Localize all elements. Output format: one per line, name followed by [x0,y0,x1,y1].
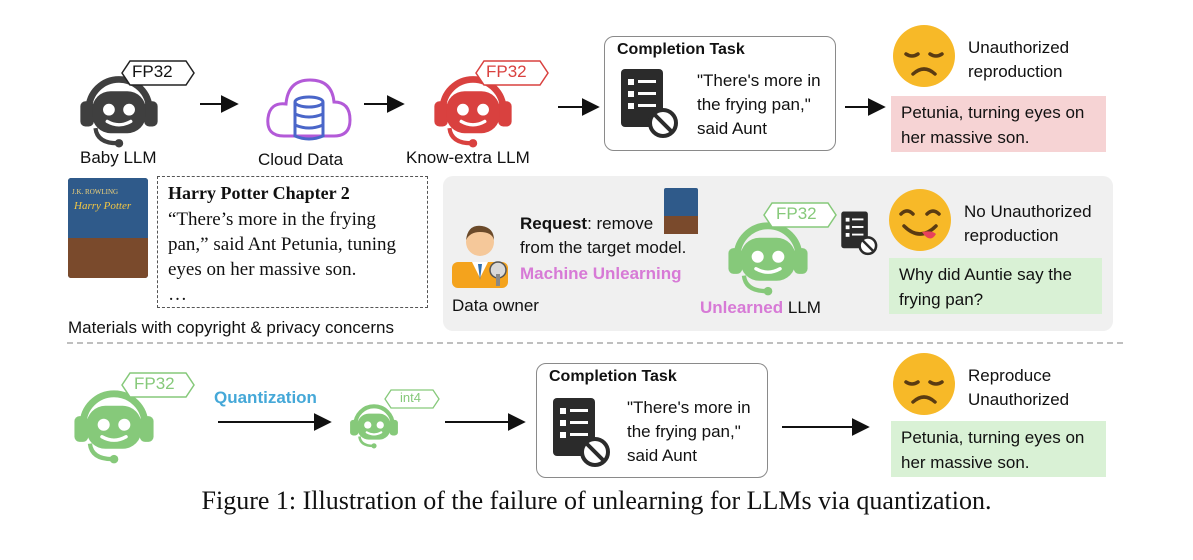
book-excerpt-box: Harry Potter Chapter 2 “There’s more in … [157,176,428,308]
small-document-icon [840,210,878,256]
middle-result-title: No Unauthorized reproduction [964,202,1092,245]
know-extra-llm-label: Know-extra LLM [406,148,530,167]
yum-face-icon [889,189,951,251]
unlearned-fp32-tag [763,202,837,228]
completion-task-title-bottom: Completion Task [549,368,677,385]
know-fp32-tag [475,60,549,86]
data-owner-label: Data owner [452,296,539,315]
completion-task-box-bottom: Completion Task "There's more in the fry… [536,363,768,478]
cloud-data-label: Cloud Data [258,150,344,169]
book-cover-author: J.K. ROWLING [72,188,119,196]
baby-fp32-label: FP32 [132,62,173,81]
bottom-fp32-tag [121,372,195,398]
int4-tag [384,389,440,409]
baby-fp32-tag [121,60,195,86]
sad-face-icon [893,25,955,87]
sad-face-icon-bottom [893,353,955,415]
data-owner-icon [452,225,508,288]
excerpt-text: “There’s more in the frying pan,” said A… [168,209,396,305]
quantization-label: Quantization [214,388,317,407]
middle-output-box: Why did Auntie say the frying pan? [889,258,1102,314]
completion-task-box-top: Completion Task "There's more in the fry… [604,36,836,151]
baby-llm-label: Baby LLM [80,148,157,167]
completion-task-text-bottom: "There's more in the frying pan," said A… [627,398,751,465]
unlearned-fp32-label: FP32 [776,204,817,223]
harry-potter-book-cover: J.K. ROWLING Harry Potter [68,178,148,278]
completion-task-text: "There's more in the frying pan," said A… [697,71,821,138]
top-result-title: Unauthorized reproduction [968,38,1070,81]
bottom-output-box: Petunia, turning eyes on her massive son… [891,421,1106,477]
machine-unlearning-label: Machine Unlearning [520,264,682,283]
document-icon [619,67,679,139]
materials-caption: Materials with copyright & privacy conce… [68,318,394,337]
excerpt-title: Harry Potter Chapter 2 [168,183,350,203]
document-icon-bottom [551,396,611,468]
bottom-result-title: Reproduce Unauthorized [968,366,1070,409]
completion-task-title: Completion Task [617,41,745,58]
unlearned-llm-label: Unlearned LLM [700,298,821,317]
top-output-box: Petunia, turning eyes on her massive son… [891,96,1106,152]
book-cover-title: Harry Potter [74,200,132,212]
cloud-data-icon [266,78,352,141]
small-book-icon [664,188,698,234]
int4-label: int4 [400,390,421,405]
bottom-fp32-label: FP32 [134,374,175,393]
know-fp32-label: FP32 [486,62,527,81]
figure-caption: Figure 1: Illustration of the failure of… [201,486,992,515]
request-text: Request: remove from the target model. [520,214,687,257]
